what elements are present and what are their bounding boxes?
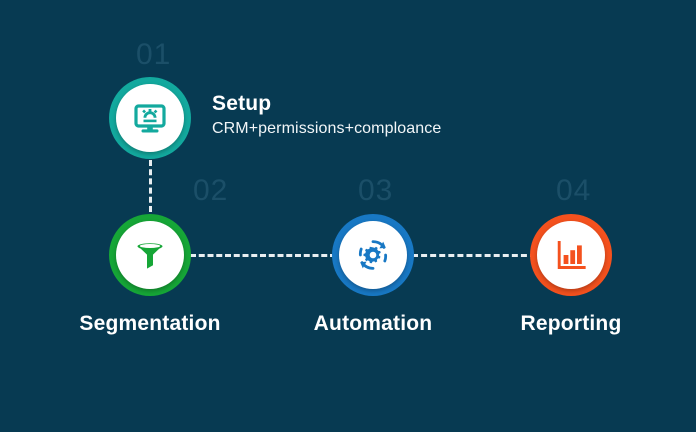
step-number-02: 02 [193, 174, 229, 207]
step-number-04: 04 [556, 174, 592, 207]
step-number-01: 01 [136, 38, 172, 71]
step-node-setup[interactable] [109, 77, 191, 159]
step-subtitle-setup: CRM+permissions+comploance [212, 120, 442, 138]
step-title-setup: Setup [212, 92, 272, 115]
step-node-automation[interactable] [332, 214, 414, 296]
step-label-reporting: Reporting [520, 312, 622, 335]
step-label-automation: Automation [313, 312, 433, 335]
step-text-setup: Setup CRM+permissions+comploance [212, 92, 441, 140]
step-number-03: 03 [358, 174, 394, 207]
connector-step2-step3 [190, 254, 336, 257]
step-icon-circle-automation [339, 221, 407, 289]
connector-step1-step2 [149, 160, 152, 212]
monitor-gear-icon [132, 100, 168, 136]
step-label-segmentation: Segmentation [79, 312, 221, 335]
step-node-reporting[interactable] [530, 214, 612, 296]
connector-step3-step4 [412, 254, 536, 257]
step-node-segmentation[interactable] [109, 214, 191, 296]
step-icon-circle-segmentation [116, 221, 184, 289]
step-icon-circle-reporting [537, 221, 605, 289]
funnel-icon [133, 238, 167, 272]
step-icon-circle-setup [116, 84, 184, 152]
gear-refresh-icon [355, 237, 391, 273]
bar-chart-icon [554, 238, 588, 272]
